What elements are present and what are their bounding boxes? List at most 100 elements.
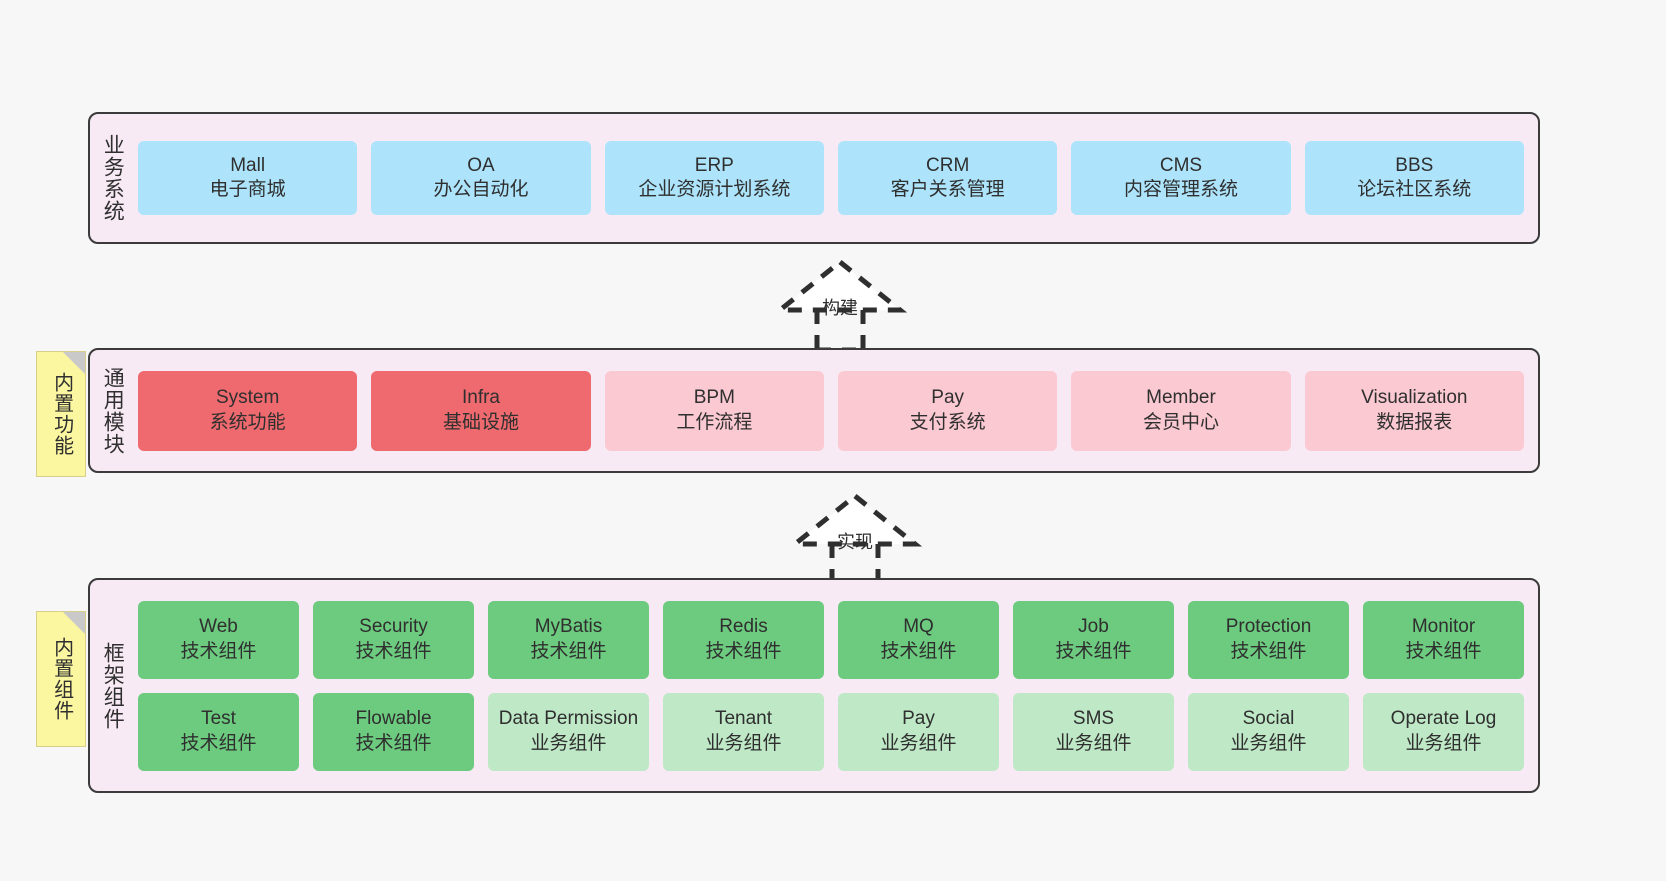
arrow-realize: 实现 xyxy=(770,492,940,587)
module-card-title: Member xyxy=(1146,387,1216,409)
module-card-title: Monitor xyxy=(1411,616,1476,638)
module-card-subtitle: 技术组件 xyxy=(1405,640,1482,662)
module-card-subtitle: 工作流程 xyxy=(676,411,753,433)
module-card-title: Flowable xyxy=(355,708,432,730)
module-card-subtitle: 数据报表 xyxy=(1376,411,1453,433)
layer-label-framework-components: 框架组件 xyxy=(101,641,125,730)
module-card-subtitle: 业务组件 xyxy=(1405,732,1482,754)
module-card[interactable]: ERP 企业资源计划系统 xyxy=(604,141,824,215)
module-card-subtitle: 电子商城 xyxy=(209,179,286,200)
module-card-title: CRM xyxy=(926,154,970,176)
module-card-subtitle: 业务组件 xyxy=(1055,732,1132,754)
module-card-title: Data Permission xyxy=(498,708,639,730)
module-card-subtitle: 内容管理系统 xyxy=(1123,179,1238,200)
module-card-title: CMS xyxy=(1159,154,1203,176)
module-card-subtitle: 客户关系管理 xyxy=(890,179,1005,200)
module-card-title: Pay xyxy=(902,708,935,730)
module-card-subtitle: 基础设施 xyxy=(442,411,519,433)
module-card-subtitle: 技术组件 xyxy=(355,640,432,662)
module-card-title: SMS xyxy=(1072,708,1115,730)
module-card-title: MQ xyxy=(903,616,934,638)
module-card[interactable]: Mall 电子商城 xyxy=(138,141,358,215)
module-card-title: Redis xyxy=(719,616,768,638)
module-card-subtitle: 技术组件 xyxy=(1055,640,1132,662)
module-card-title: Infra xyxy=(461,387,500,409)
module-card-title: Visualization xyxy=(1361,387,1468,409)
module-card-title: Web xyxy=(199,616,238,638)
module-card-title: Test xyxy=(201,708,236,730)
layer-label-common-modules: 通用模块 xyxy=(101,366,125,455)
module-card-title: Job xyxy=(1078,616,1109,638)
module-card-title: Protection xyxy=(1225,616,1312,638)
module-card-subtitle: 系统功能 xyxy=(209,411,286,433)
module-card-subtitle: 技术组件 xyxy=(180,640,257,662)
module-card-subtitle: 业务组件 xyxy=(880,732,957,754)
module-card-subtitle: 业务组件 xyxy=(530,732,607,754)
module-card-title: MyBatis xyxy=(534,616,603,638)
arrow-build-label: 构建 xyxy=(822,298,858,318)
module-card-title: Pay xyxy=(931,387,965,409)
module-card-subtitle: 技术组件 xyxy=(1230,640,1307,662)
module-card-subtitle: 论坛社区系统 xyxy=(1357,179,1472,200)
row: Mall 电子商城 OA 办公自动化 ERP 企业资源计划系统 CRM 客户关系管理 CMS 内容… xyxy=(138,141,1524,215)
layer-label-business-systems: 业务系统 xyxy=(101,134,125,222)
note-built-in-functions: 内置功能 xyxy=(36,351,86,477)
module-card-title: Operate Log xyxy=(1390,708,1497,730)
module-card-subtitle: 办公自动化 xyxy=(433,179,529,200)
module-card-title: BBS xyxy=(1395,154,1434,176)
layer-business-systems: 业务系统 Mall 电子商城 OA 办公自动化 ERP 企业资源计划系统 CRM 客户关系管理… xyxy=(88,112,1540,244)
module-card-title: OA xyxy=(467,154,495,176)
module-card-title: Tenant xyxy=(714,708,773,730)
module-card-title: Social xyxy=(1242,708,1295,730)
arrow-build: 构建 xyxy=(755,258,925,353)
layer-body-business-systems: Mall 电子商城 OA 办公自动化 ERP 企业资源计划系统 CRM 客户关系管理 CMS 内容… xyxy=(134,114,1538,242)
module-card-title: BPM xyxy=(693,387,735,409)
module-card-subtitle: 技术组件 xyxy=(530,640,607,662)
module-card[interactable]: OA 办公自动化 xyxy=(371,141,591,215)
module-card-subtitle: 企业资源计划系统 xyxy=(638,179,791,200)
note-built-in-components: 内置组件 xyxy=(36,611,86,747)
module-card-subtitle: 技术组件 xyxy=(180,732,257,754)
module-card-subtitle: 技术组件 xyxy=(355,732,432,754)
module-card[interactable]: CMS 内容管理系统 xyxy=(1071,141,1291,215)
module-card-subtitle: 技术组件 xyxy=(705,640,782,662)
module-card[interactable]: CRM 客户关系管理 xyxy=(837,141,1058,215)
module-card[interactable]: BBS 论坛社区系统 xyxy=(1304,141,1524,215)
module-card-title: Security xyxy=(359,616,428,638)
module-card-title: ERP xyxy=(694,154,734,176)
module-card-title: Mall xyxy=(230,154,266,176)
module-card-subtitle: 会员中心 xyxy=(1142,411,1219,433)
module-card-title: System xyxy=(215,387,280,409)
module-card-subtitle: 支付系统 xyxy=(909,411,986,433)
